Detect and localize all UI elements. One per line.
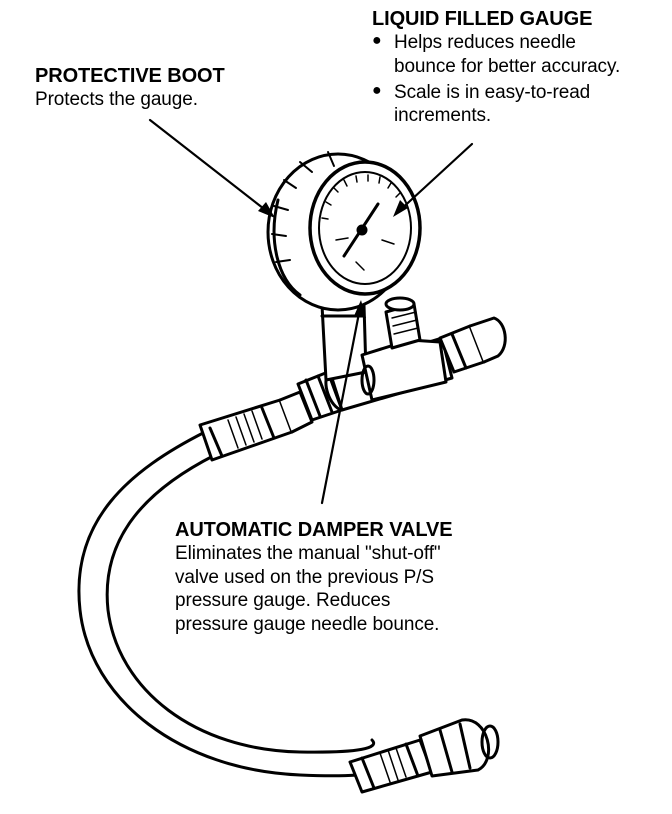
lower-hex-fitting xyxy=(418,718,500,778)
damper-desc-line-2: valve used on the previous P/S xyxy=(175,566,434,588)
upper-ferrule-knurl xyxy=(227,410,263,449)
damper-leader-line xyxy=(320,306,362,505)
gauge-bullet-2-line-1: Scale is in easy-to-read xyxy=(394,81,591,103)
gauge-bullet-1: ● Helps reduces needle bounce for better… xyxy=(372,31,672,77)
liquid-filled-gauge-label: LIQUID FILLED GAUGE ● Helps reduces need… xyxy=(372,7,672,127)
gauge-bullet-1-line-1: Helps reduces needle xyxy=(394,32,576,54)
protective-boot-title: PROTECTIVE BOOT xyxy=(35,65,225,87)
protective-boot-desc: Protects the gauge. xyxy=(35,89,198,111)
gauge-leader-line xyxy=(396,142,474,214)
protective-boot-label: PROTECTIVE BOOT Protects the gauge. xyxy=(35,64,295,112)
damper-desc-line-1: Eliminates the manual "shut-off" xyxy=(175,543,441,565)
damper-arrow-head xyxy=(354,300,366,318)
automatic-damper-valve-label: AUTOMATIC DAMPER VALVE Eliminates the ma… xyxy=(175,518,535,637)
bullet-dot-icon: ● xyxy=(372,32,382,50)
lower-hose-ferrule xyxy=(348,738,434,794)
outlet-hex-fitting xyxy=(438,316,507,374)
boot-arrow-head xyxy=(258,202,275,218)
damper-valve-body xyxy=(360,296,448,402)
arrow-heads xyxy=(258,200,408,318)
leader-arrows xyxy=(148,118,474,505)
gauge-assembly xyxy=(266,151,422,312)
damper-desc-line-4: pressure gauge needle bounce. xyxy=(175,614,440,636)
gauge-bullet-1-line-2: bounce for better accuracy. xyxy=(394,55,621,77)
damper-desc-line-3: pressure gauge. Reduces xyxy=(175,590,391,612)
automatic-damper-valve-title: AUTOMATIC DAMPER VALVE xyxy=(175,519,453,541)
upper-hose-ferrule xyxy=(198,390,314,462)
liquid-filled-gauge-title: LIQUID FILLED GAUGE xyxy=(372,8,593,30)
gauge-arrow-head xyxy=(393,200,408,217)
gauge-bullet-2: ● Scale is in easy-to-read increments. xyxy=(372,81,672,127)
boot-leader-line xyxy=(148,118,270,214)
bullet-dot-icon: ● xyxy=(372,81,382,99)
gauge-bullet-2-line-2: increments. xyxy=(394,104,492,126)
